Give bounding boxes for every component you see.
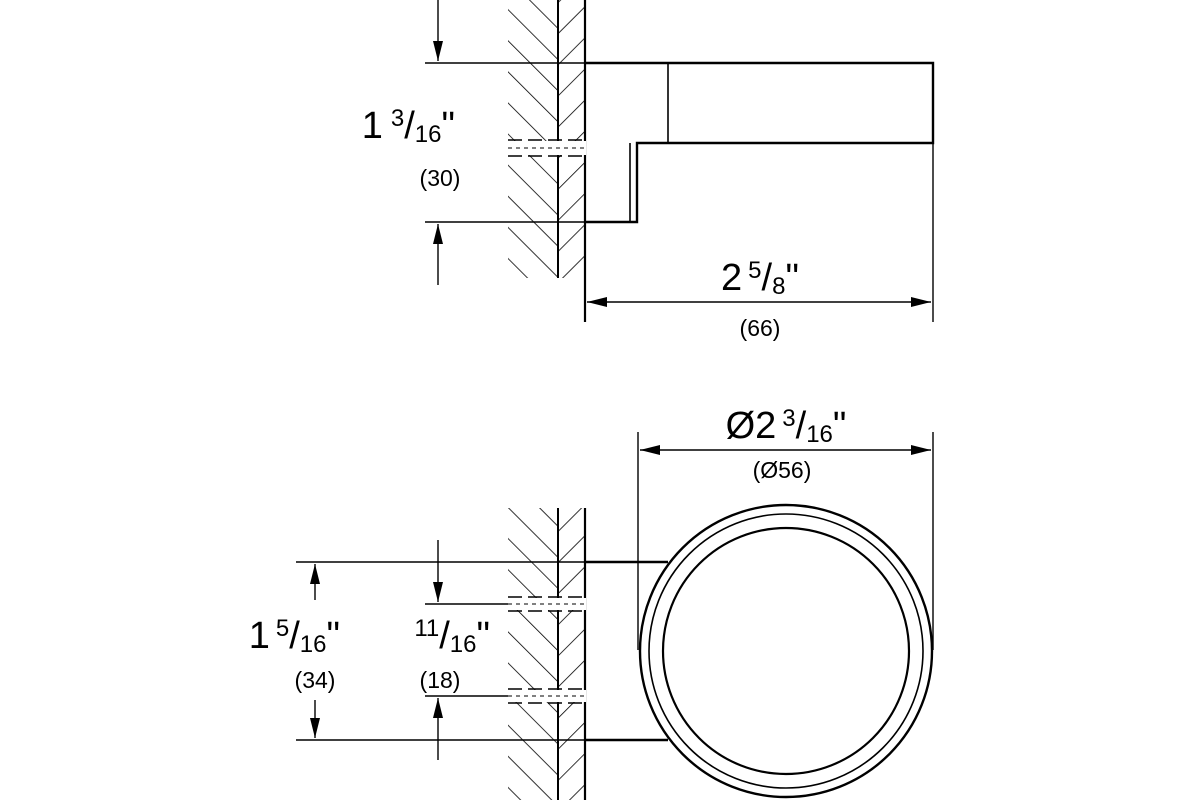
plate-height-metric: (34) <box>295 667 336 693</box>
holder-ring <box>638 503 934 799</box>
height-dim-metric: (30) <box>420 165 461 191</box>
diameter-dimension <box>637 432 934 650</box>
diameter-dim-metric: (Ø56) <box>753 457 812 483</box>
wall-section-bottom <box>506 508 587 800</box>
holder-arm <box>585 560 668 742</box>
hole-spacing-label: 11/16" <box>414 615 490 658</box>
depth-dim-metric: (66) <box>740 315 781 341</box>
plate-height-dimension <box>296 561 585 741</box>
wall-section-top <box>506 0 587 322</box>
height-dimension <box>425 0 585 285</box>
hole-spacing-dimension <box>425 540 508 760</box>
holder-side-profile <box>585 61 935 224</box>
depth-dimension <box>587 70 934 322</box>
hole-spacing-metric: (18) <box>420 667 461 693</box>
